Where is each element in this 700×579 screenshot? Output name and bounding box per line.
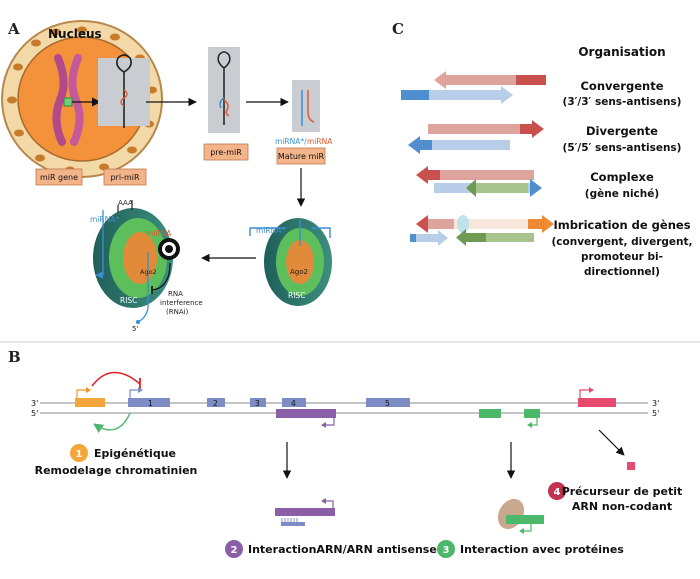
mechanism-4-number: 4 (554, 487, 561, 498)
imbrication-label-3: promoteur bi- (581, 251, 663, 263)
exon-4: 4 (282, 398, 306, 408)
convergent-arrows (401, 71, 546, 104)
mechanism-1-badge (70, 444, 88, 462)
mature-mir-label: Mature miR (278, 152, 325, 161)
nucleus (1, 20, 163, 178)
mechanism-2-number: 2 (231, 545, 238, 556)
rnai-label-1: RNA (168, 290, 183, 298)
imbrication-arrows (410, 215, 554, 246)
rnai-bracket (151, 262, 171, 291)
exon-2-label: 2 (213, 399, 218, 408)
target-mrna-spiral (158, 238, 180, 260)
mir-gene-label: miR gene (40, 173, 78, 182)
ago2-right: Ago2 (290, 268, 308, 276)
green-antisense-genes (479, 409, 540, 428)
mechanism-4-badge (548, 482, 566, 500)
mature-mir-tag: Mature miR (276, 147, 326, 165)
mirna-star-right: miRNA* (256, 226, 285, 235)
strand-top-left: 3' (31, 399, 38, 408)
organisation-header: Organisation (578, 45, 665, 59)
pri-mir-tag: pri-miR (103, 168, 147, 186)
strand-bottom-left: 5' (31, 409, 38, 418)
exon-5: 5 (366, 398, 410, 408)
panel-b-letter: B (8, 348, 21, 366)
risc-complex-left (93, 200, 173, 324)
rnai-label-2: interference (160, 299, 203, 307)
risc-left-label: RISC (120, 296, 137, 305)
imbrication-label-4: directionnel) (584, 266, 660, 278)
mechanism-3-label: Interaction avec protéines (460, 543, 624, 556)
mechanism-4-label-1: Précurseur de petit (562, 485, 683, 498)
imbrication-label-2: (convergent, divergent, (551, 236, 692, 248)
green-activation-arrow (93, 412, 131, 433)
mirna-left: miRNA (146, 229, 172, 238)
divergent-sub: (5′/5′ sens-antisens) (563, 142, 682, 154)
mechanism-1-sub: Remodelage chromatinien (35, 464, 198, 477)
convergent-label: Convergente (580, 79, 663, 93)
pre-mir-tag: pre-miR (203, 143, 249, 161)
red-repression-arrow (91, 371, 141, 387)
nucleus-label: Nucleus (48, 27, 102, 41)
mechanism-3-badge (437, 540, 455, 558)
mechanism-2-badge (225, 540, 243, 558)
complex-sub: (gène niché) (585, 188, 659, 200)
exon-2: 2 (207, 398, 225, 408)
exon-4-label: 4 (291, 399, 296, 408)
exon-1-label: 1 (148, 399, 153, 408)
protein-rna-complex (497, 498, 544, 534)
ago2-left: Ago2 (140, 268, 157, 276)
pre-mir-label: pre-miR (210, 148, 242, 157)
panel-c-letter: C (392, 20, 404, 38)
mechanism-4-label-2: ARN non-codant (572, 500, 672, 513)
exon-5-label: 5 (385, 399, 390, 408)
orange-antisense-gene (75, 387, 105, 407)
rna-rna-duplex (275, 498, 335, 526)
five-prime-label: 5' (132, 325, 138, 333)
strand-top-right: 3' (652, 399, 659, 408)
complex-label: Complexe (590, 170, 654, 184)
pri-mir-label: pri-miR (110, 173, 139, 182)
mirna-label-top: miRNA (307, 137, 333, 146)
risc-complex-right (249, 218, 332, 306)
exon-1: 1 (128, 387, 170, 408)
divergent-label: Divergente (586, 124, 658, 138)
rnai-label-3: (RNAi) (166, 308, 189, 316)
panel-a-letter: A (7, 20, 20, 38)
mechanism-1-title: Epigénétique (94, 447, 176, 460)
mirna-star-slash: miRNA*/ (275, 137, 307, 146)
pink-gene (578, 387, 616, 407)
exon-3: 3 (250, 398, 266, 408)
arrow-to-pink (598, 429, 625, 456)
mirna-star-left: miRNA* (90, 215, 119, 224)
convergent-sub: (3′/3′ sens-antisens) (563, 96, 682, 108)
pre-mir-box (208, 47, 240, 133)
complex-arrows (416, 166, 542, 197)
divergent-arrows (408, 120, 544, 154)
small-rna-precursor (627, 462, 635, 470)
risc-right-label: RISC (288, 291, 305, 300)
aaa-label: AAA (118, 199, 133, 207)
mechanism-3-number: 3 (443, 545, 450, 556)
mechanism-1-number: 1 (76, 449, 83, 460)
imbrication-label-1: Imbrication de gènes (553, 218, 690, 232)
purple-antisense-gene (276, 409, 336, 428)
exon-3-label: 3 (255, 399, 260, 408)
mature-mir-box (292, 80, 320, 132)
mir-gene-tag: miR gene (35, 168, 83, 186)
strand-bottom-right: 5' (652, 409, 659, 418)
mechanism-2-label: InteractionARN/ARN antisense (248, 543, 437, 556)
